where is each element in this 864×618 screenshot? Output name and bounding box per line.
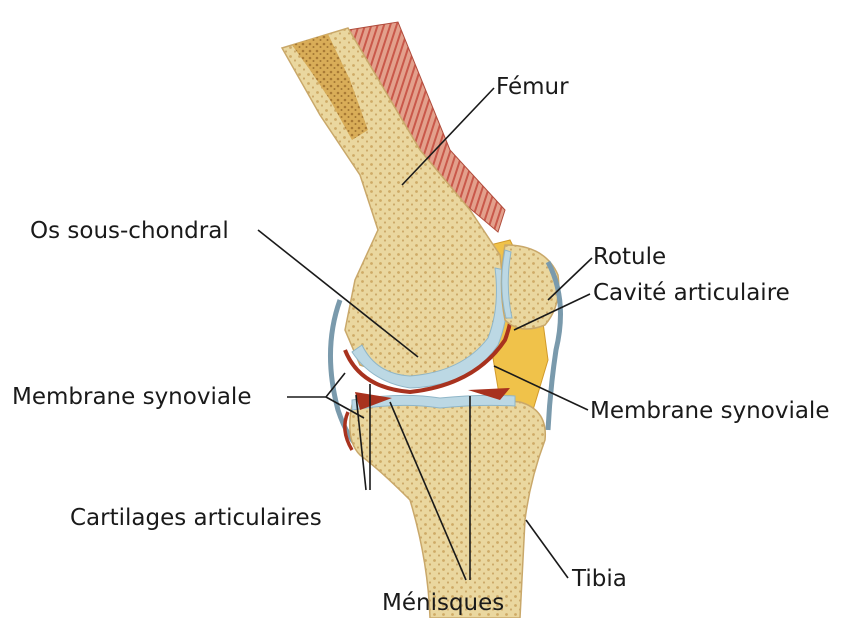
label-femur: Fémur xyxy=(496,74,569,100)
label-menisques: Ménisques xyxy=(382,590,504,616)
label-rotule: Rotule xyxy=(593,244,666,270)
label-membrane-synoviale-left: Membrane synoviale xyxy=(12,384,251,410)
label-cavite-articulaire: Cavité articulaire xyxy=(593,280,790,306)
tibia-bone xyxy=(350,400,546,618)
label-os-sous-chondral: Os sous-chondral xyxy=(30,218,229,244)
label-tibia: Tibia xyxy=(571,566,627,592)
leader-tibia xyxy=(526,520,568,578)
label-membrane-synoviale-right: Membrane synoviale xyxy=(590,398,829,424)
label-cartilages-articulaires: Cartilages articulaires xyxy=(70,505,322,531)
